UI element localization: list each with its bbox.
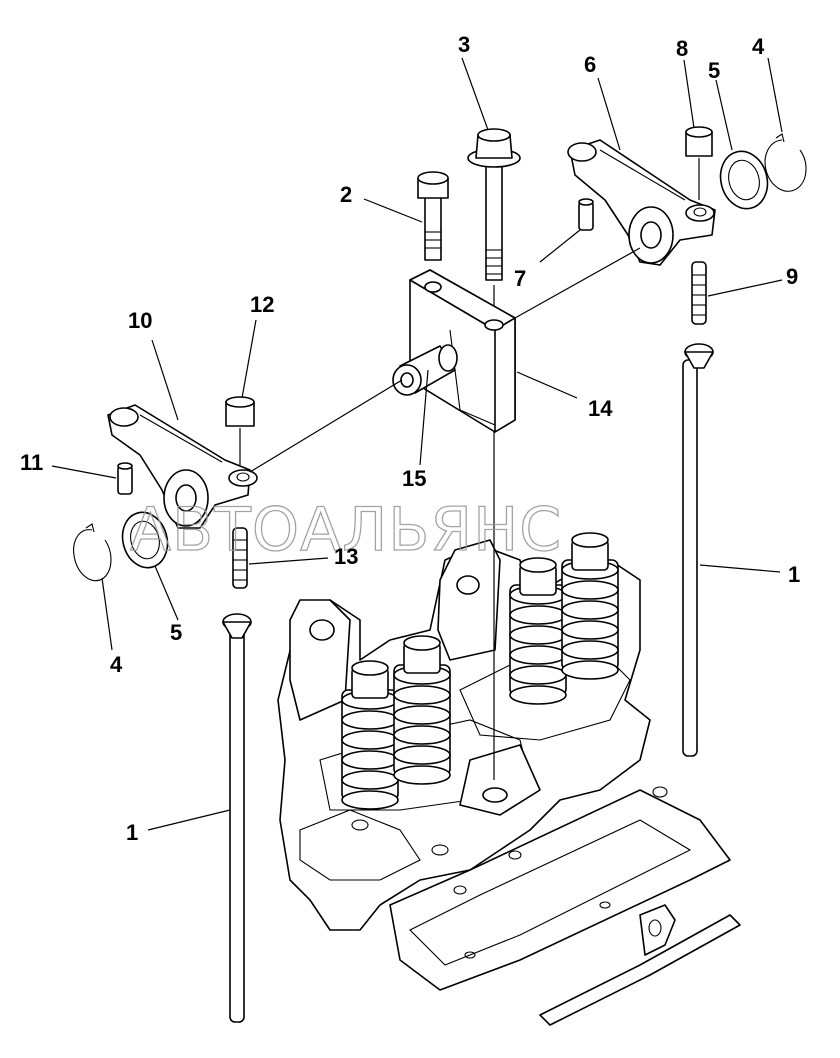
callout-2: 2 bbox=[340, 182, 352, 207]
assembly-lines bbox=[249, 247, 641, 473]
valve-springs bbox=[341, 532, 619, 810]
callout-labels: 3 2 6 8 5 4 7 9 14 15 10 12 11 13 5 4 1 … bbox=[20, 32, 800, 845]
callout-11: 11 bbox=[20, 450, 43, 475]
rocker-arm-right bbox=[567, 139, 716, 266]
snap-ring-left bbox=[73, 523, 112, 582]
dowel-pin-left bbox=[117, 462, 133, 495]
callout-5-left: 5 bbox=[170, 620, 182, 645]
leader-lines bbox=[51, 57, 783, 831]
adjusting-screw-right bbox=[691, 261, 707, 325]
callout-1-right: 1 bbox=[788, 562, 800, 587]
callout-4-right: 4 bbox=[752, 34, 765, 59]
callout-12: 12 bbox=[250, 292, 274, 317]
callout-7: 7 bbox=[514, 266, 526, 291]
callout-5-right: 5 bbox=[708, 58, 720, 83]
adjusting-screw-left bbox=[232, 527, 248, 589]
rocker-arm-left bbox=[107, 404, 258, 529]
callout-10: 10 bbox=[128, 308, 152, 333]
callout-15: 15 bbox=[402, 466, 426, 491]
callout-3: 3 bbox=[458, 32, 470, 57]
rocker-bracket bbox=[392, 269, 516, 433]
push-rod-right bbox=[682, 343, 714, 757]
watermark: АВТОАЛЬЯНС bbox=[130, 495, 562, 565]
callout-1-left: 1 bbox=[126, 820, 138, 845]
dowel-pin-right bbox=[578, 198, 594, 231]
adjusting-nut-right bbox=[685, 126, 713, 157]
callout-6: 6 bbox=[584, 52, 596, 77]
push-rod-left bbox=[222, 613, 252, 1023]
callout-4-left: 4 bbox=[110, 652, 123, 677]
callout-14: 14 bbox=[588, 396, 613, 421]
adjusting-nut-left bbox=[225, 396, 255, 427]
thrust-washer-right bbox=[719, 150, 769, 210]
thrust-washer-left bbox=[121, 511, 169, 569]
callout-9: 9 bbox=[786, 264, 798, 289]
snap-ring-right bbox=[764, 133, 807, 192]
short-bolt bbox=[417, 171, 449, 261]
callout-8: 8 bbox=[676, 36, 688, 61]
callout-13: 13 bbox=[334, 544, 358, 569]
long-bolt bbox=[467, 128, 521, 281]
